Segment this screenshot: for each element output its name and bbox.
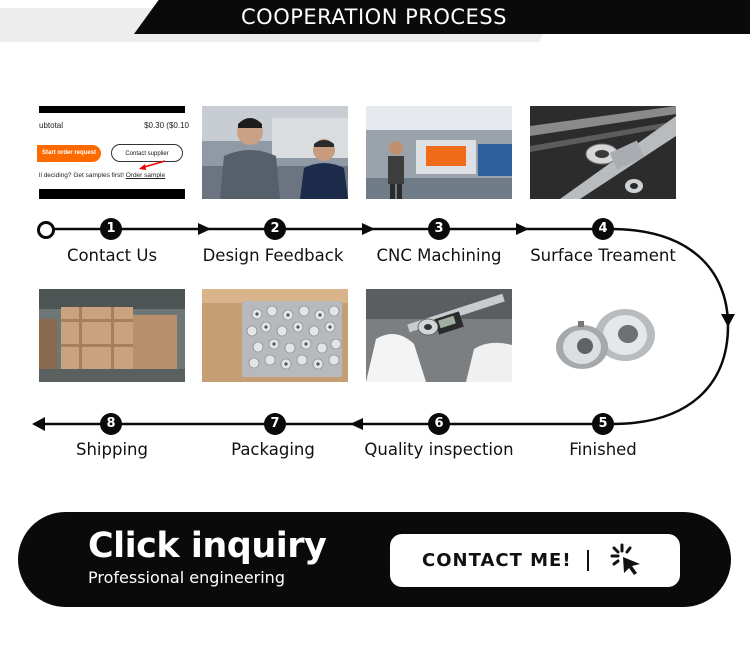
step-label-contact-us: Contact Us [66, 246, 158, 265]
step-label-quality-inspection: Quality inspection [364, 440, 514, 459]
red-arrow-icon [139, 160, 166, 170]
step-5-badge: 5 [592, 413, 614, 435]
photo-shipping [39, 289, 185, 382]
cta-subtitle: Professional engineering [88, 568, 285, 587]
arrow-right-icon [362, 223, 375, 235]
photo-packaging [202, 289, 348, 382]
step-label-finished: Finished [569, 440, 637, 459]
arrow-down-icon [721, 314, 735, 327]
photo-finished [530, 289, 676, 382]
photo-quality-inspection [366, 289, 512, 382]
arrow-left-icon [350, 418, 363, 430]
click-cursor-icon [610, 543, 640, 575]
order-subtotal-label: ubtotal [39, 121, 64, 130]
step-label-cnc-machining: CNC Machining [376, 246, 502, 265]
contact-supplier-button: Contact supplier [111, 144, 183, 162]
step-label-surface-treament: Surface Treament [530, 246, 676, 265]
contact-me-button[interactable]: CONTACT ME! [390, 534, 680, 587]
step-label-shipping: Shipping [76, 440, 148, 459]
cta-title: Click inquiry [88, 526, 327, 566]
contact-me-label: CONTACT ME! [422, 550, 572, 571]
order-price: $0.30 ($0.10 [144, 121, 189, 130]
step-label-design-feedback: Design Feedback [202, 246, 344, 265]
page-title: COOPERATION PROCESS [241, 5, 507, 29]
step-3-badge: 3 [428, 218, 450, 240]
step-6-badge: 6 [428, 413, 450, 435]
arrow-right-icon [516, 223, 529, 235]
start-order-button: Start order request [37, 145, 101, 162]
arrow-left-icon [32, 417, 45, 431]
photo-contact-us: ubtotal $0.30 ($0.10 Start order request… [37, 106, 189, 199]
header-banner [134, 0, 750, 34]
step-2-badge: 2 [264, 218, 286, 240]
flow-start-dot [37, 221, 55, 239]
button-divider [587, 550, 589, 571]
step-4-badge: 4 [592, 218, 614, 240]
photo-surface-treatment [530, 106, 676, 199]
arrow-right-icon [198, 223, 211, 235]
order-note: ll deciding? Get samples first! Order sa… [39, 172, 166, 179]
photo-design-feedback [202, 106, 348, 199]
step-1-badge: 1 [100, 218, 122, 240]
step-8-badge: 8 [100, 413, 122, 435]
step-label-packaging: Packaging [231, 440, 315, 459]
step-7-badge: 7 [264, 413, 286, 435]
photo-cnc-machining [366, 106, 512, 199]
